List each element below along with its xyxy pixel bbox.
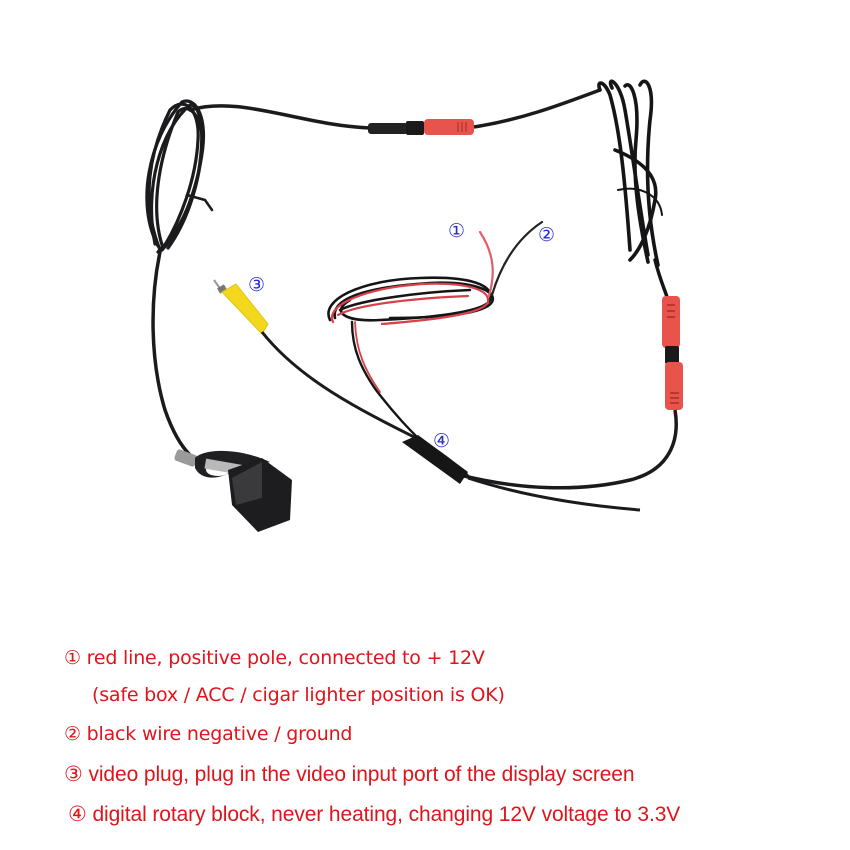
right-cable-coil — [597, 79, 670, 302]
product-photo — [145, 79, 683, 532]
caption-1-line-2: (safe box / ACC / cigar lighter position… — [92, 684, 505, 706]
marker-2: ② — [538, 224, 556, 246]
caption-2: ② black wire negative / ground — [64, 723, 353, 745]
caption-1-line-1: ① red line, positive pole, connected to … — [64, 647, 485, 669]
top-inline-connector — [368, 88, 601, 135]
right-inline-connectors — [459, 296, 683, 490]
caption-3: ③ video plug, plug in the video input po… — [64, 763, 635, 786]
voltage-regulator-block — [402, 435, 641, 512]
camera-body — [174, 449, 292, 532]
red-black-wire-coil — [327, 220, 544, 442]
marker-4: ④ — [433, 430, 451, 452]
marker-3: ③ — [248, 274, 266, 296]
marker-1: ① — [448, 220, 466, 242]
caption-4: ④ digital rotary block, never heating, c… — [68, 803, 681, 826]
left-cable-coil — [145, 99, 372, 457]
